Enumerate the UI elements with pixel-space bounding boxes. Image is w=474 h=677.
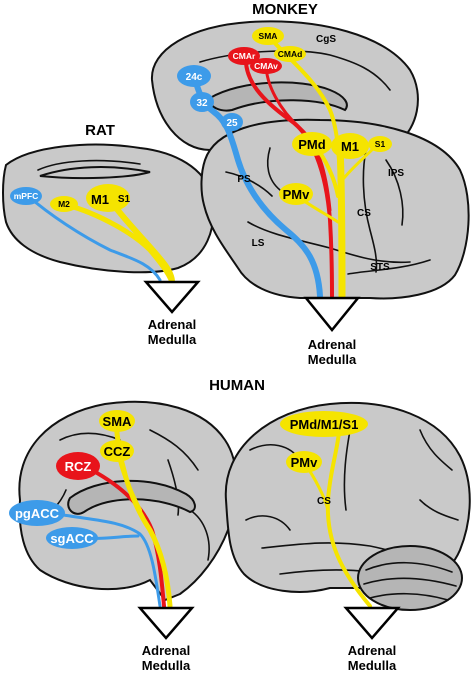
human-rcz-region	[56, 452, 100, 480]
rat-s1-label: S1	[118, 194, 131, 205]
human-sma-label: SMA	[103, 414, 133, 429]
monkey-24c-label: 24c	[186, 72, 203, 83]
rat-yellow-pathway-m1	[107, 197, 175, 285]
human-blue-pathway	[56, 512, 162, 608]
monkey-cmav-label: CMAv	[254, 61, 278, 71]
human-pmd-m1-s1-region	[280, 411, 368, 437]
rat-m2-label: M2	[58, 199, 70, 209]
monkey-pmv-label: PMv	[283, 187, 311, 202]
rat-callosum-band	[39, 166, 151, 180]
monkey-cmad-region	[274, 46, 306, 62]
human-ccz-label: CCZ	[104, 444, 131, 459]
human-lateral-output-triangle	[343, 606, 401, 640]
monkey-panel: MONKEY SMA CgS CMAr CMAd CMAv 24c	[150, 1, 470, 367]
monkey-m1-label: M1	[341, 139, 359, 154]
human-lateral-output-line1: Adrenal	[348, 643, 396, 658]
monkey-output-line2: Medulla	[308, 352, 357, 367]
monkey-ls-label: LS	[252, 238, 265, 249]
human-medial-output-line1: Adrenal	[142, 643, 190, 658]
monkey-32-label: 32	[196, 98, 208, 109]
monkey-cs-label: CS	[357, 208, 371, 219]
monkey-sts-label: STS	[370, 262, 390, 273]
rat-mpfc-region	[10, 187, 42, 205]
monkey-yellow-pathway-main	[336, 144, 346, 300]
human-ccz-region	[100, 440, 134, 462]
human-lateral-gyrus-2	[419, 429, 453, 471]
monkey-sma-region	[252, 27, 284, 45]
monkey-ips-label: IPS	[388, 168, 404, 179]
monkey-cmav-region	[250, 58, 282, 74]
human-title: HUMAN	[209, 377, 265, 394]
monkey-sma-label: SMA	[259, 31, 278, 41]
monkey-pmv-region	[279, 183, 313, 205]
human-lateral-yellow-pathway	[325, 422, 372, 608]
human-panel: HUMAN SMA CCZ RCZ pgACC sgACC Adrenal Me…	[9, 377, 471, 673]
monkey-25-region	[221, 113, 243, 131]
human-sgacc-region	[46, 527, 98, 549]
human-medial-gyrus-2	[149, 429, 199, 471]
monkey-25-label: 25	[226, 118, 238, 129]
rat-m1-label: M1	[91, 192, 109, 207]
rat-output-line1: Adrenal	[148, 317, 196, 332]
human-lateral-output-line2: Medulla	[348, 658, 397, 673]
human-cs-label: CS	[317, 496, 331, 507]
human-medial-gyrus-1	[59, 432, 121, 441]
monkey-cgs-label: CgS	[316, 34, 336, 45]
human-cerebellum-folia-1	[365, 561, 453, 573]
monkey-ips-sulcus	[385, 159, 404, 226]
human-cerebellum-folia-3	[369, 592, 449, 601]
monkey-ps-sulcus	[225, 171, 273, 197]
monkey-m1-region	[331, 133, 369, 159]
monkey-title: MONKEY	[252, 1, 318, 18]
monkey-cmar-region	[228, 47, 260, 65]
monkey-cmar-label: CMAr	[233, 51, 256, 61]
monkey-callosum	[208, 81, 348, 112]
monkey-pmd-label: PMd	[298, 137, 326, 152]
human-sma-region	[99, 410, 135, 432]
human-pmd-m1-s1-label: PMd/M1/S1	[290, 417, 359, 432]
human-medial-output-triangle	[137, 606, 195, 640]
human-cerebellum-folia-2	[363, 577, 457, 587]
rat-title: RAT	[85, 122, 115, 139]
monkey-red-pathway-cmav	[264, 62, 332, 212]
rat-m1-region	[86, 184, 130, 212]
monkey-pmd-region	[292, 132, 332, 156]
monkey-sts-sulcus	[347, 259, 431, 275]
monkey-ps-label: PS	[237, 174, 251, 185]
human-lateral-gyrus-4	[419, 499, 459, 521]
rat-output-line2: Medulla	[148, 332, 197, 347]
human-medial-gyrus-4	[189, 509, 210, 561]
monkey-24c-region	[177, 65, 211, 87]
human-pgacc-region	[9, 500, 65, 526]
rat-mpfc-label: mPFC	[14, 191, 39, 201]
human-pgacc-label: pgACC	[15, 506, 60, 521]
monkey-cmad-label: CMAd	[278, 49, 303, 59]
human-sgacc-label: sgACC	[50, 531, 94, 546]
rat-output-triangle	[143, 280, 201, 314]
rat-panel: RAT mPFC M2 M1 S1 Adrenal Medulla	[2, 122, 215, 347]
human-lateral-gyrus-3	[245, 515, 291, 531]
monkey-output-line1: Adrenal	[308, 337, 356, 352]
monkey-output-triangle	[303, 296, 361, 332]
rat-blue-pathway	[26, 194, 162, 282]
rat-callosum	[37, 159, 141, 171]
human-medial-brain	[18, 400, 238, 602]
monkey-arcuate-sulcus	[266, 147, 281, 191]
monkey-32-region	[190, 92, 214, 112]
rat-m2-region	[50, 196, 78, 212]
human-pmv-region	[286, 451, 322, 473]
monkey-cs-sulcus	[362, 149, 378, 273]
monkey-s1-label: S1	[375, 139, 386, 149]
human-rcz-label: RCZ	[65, 459, 92, 474]
monkey-s1-region	[368, 136, 392, 152]
human-pmv-label: PMv	[291, 455, 319, 470]
human-medial-output-line2: Medulla	[142, 658, 191, 673]
